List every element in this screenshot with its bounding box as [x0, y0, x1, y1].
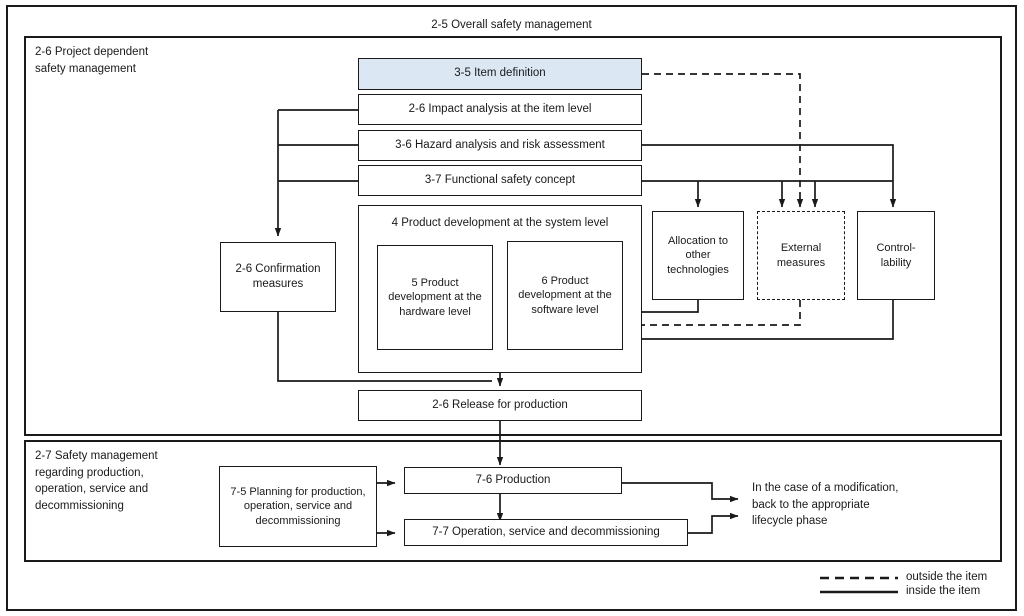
frame-safety-management-production — [24, 440, 1002, 562]
box-functional-safety-concept[interactable]: 3-7 Functional safety concept — [358, 165, 642, 196]
frame-safety-management-production-label: 2-7 Safety management regarding producti… — [35, 450, 158, 513]
box-impact-analysis[interactable]: 2-6 Impact analysis at the item level — [358, 94, 642, 125]
box-hazard-analysis[interactable]: 3-6 Hazard analysis and risk assessment — [358, 130, 642, 161]
frame-project-dependent-label: 2-6 Project dependent safety management — [35, 46, 149, 75]
outer-frame — [6, 5, 1017, 611]
box-production[interactable]: 7-6 Production — [404, 467, 622, 494]
modification-note: In the case of a modification, back to t… — [752, 482, 899, 528]
box-release-for-production[interactable]: 2-6 Release for production — [358, 390, 642, 421]
box-item-definition[interactable]: 3-5 Item definition — [358, 58, 642, 90]
box-software-level[interactable]: 6 Product development at the software le… — [507, 241, 623, 350]
box-planning[interactable]: 7-5 Planning for production, operation, … — [219, 466, 377, 547]
box-system-level-label: 4 Product development at the system leve… — [391, 217, 609, 229]
box-hardware-level[interactable]: 5 Product development at the hardware le… — [377, 245, 493, 350]
box-confirmation-measures[interactable]: 2-6 Confirmation measures — [220, 242, 336, 312]
frame-project-dependent — [24, 36, 1002, 436]
legend-inside-label: inside the item — [906, 585, 981, 597]
box-operation[interactable]: 7-7 Operation, service and decommissioni… — [404, 519, 688, 546]
diagram-title: 2-5 Overall safety management — [431, 19, 592, 31]
box-allocation-other-technologies[interactable]: Allocation to other technologies — [652, 211, 744, 300]
legend-outside-label: outside the item — [906, 571, 988, 583]
box-controllability[interactable]: Control-lability — [857, 211, 935, 300]
box-external-measures[interactable]: External measures — [757, 211, 845, 300]
